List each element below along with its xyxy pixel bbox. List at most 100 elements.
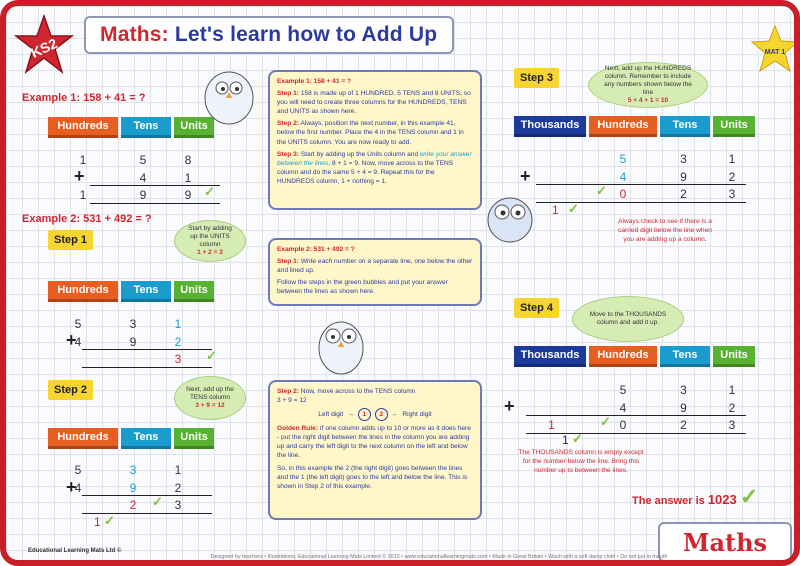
left-digit: 1 (357, 408, 371, 422)
digit: 3 (129, 317, 137, 331)
golden-rule-instructions: Step 2: Now, move across to the TENS col… (268, 380, 482, 520)
digit: 1 (79, 188, 87, 202)
digit: 2 (728, 170, 736, 184)
plus-sign: + (66, 330, 77, 350)
example1-row2: 4 1 (48, 170, 208, 186)
header-tens: Tens (121, 117, 171, 138)
example1-label: Example 1: 158 + 41 = ? (22, 92, 146, 104)
step4-label: Step 4 (514, 298, 560, 318)
step4-note: The THOUSANDS column is empty except for… (518, 449, 644, 474)
digit: 2 (174, 481, 182, 495)
step2-row2: 4 9 2 (48, 480, 198, 496)
header-units: Units (174, 281, 214, 302)
owl-illustration (487, 197, 533, 243)
maths-badge: Maths (658, 522, 792, 560)
header-units: Units (174, 428, 214, 449)
step-text: Always, position the next number, in thi… (277, 120, 464, 146)
carry-digit: 1 (94, 515, 101, 529)
sum-line (526, 433, 746, 434)
publisher-logo: Educational Learning Mats Ltd © (28, 548, 122, 554)
digit: 1 (174, 463, 182, 477)
digit: 1 (548, 418, 555, 432)
digit: 4 (74, 481, 82, 495)
digit: 0 (619, 418, 627, 432)
step2-row1: 5 3 1 (48, 462, 198, 478)
carry-digit: 1 (552, 203, 559, 217)
step-label: Step 1: (277, 90, 299, 98)
digit: 8 (184, 153, 192, 167)
ks2-star-badge: KS2 (13, 14, 75, 75)
digit: 2 (680, 418, 687, 432)
step-text: Write each number on a separate line, on… (277, 258, 473, 275)
step3-headers: Thousands Hundreds Tens Units (514, 116, 755, 137)
bubble-text: Next, add up the TENS column (186, 385, 234, 401)
digit: 5 (74, 463, 82, 477)
mat-star-badge: MAT 1 (750, 24, 794, 73)
header-units: Units (174, 117, 214, 138)
step1-headers: Hundreds Tens Units (48, 281, 214, 302)
title-prefix: Maths: (100, 23, 169, 46)
sum-line (82, 349, 212, 350)
header-units: Units (713, 346, 755, 367)
digit: 2 (174, 335, 182, 349)
example2-instructions: Example 2: 531 + 492 = ? Step 1: Write e… (268, 238, 482, 306)
right-digit-label: Right digit (402, 411, 432, 419)
step1-label: Step 1 (48, 230, 94, 250)
box-title: Example 1: 158 + 41 = ? (277, 78, 352, 85)
bubble-text: Next, add up the HUNDREDS column. Rememb… (604, 64, 692, 97)
check-icon: ✓ (739, 484, 759, 509)
bubble-text: Start by adding up the UNITS column (188, 224, 232, 248)
digit-diagram: Left digit→ 1 2 ←Right digit (277, 408, 473, 422)
header-hundreds: Hundreds (48, 281, 118, 302)
digit: 1 (184, 171, 192, 185)
header-tens: Tens (660, 116, 710, 137)
digit: 3 (728, 418, 736, 432)
step4-bubble: Move to the THOUSANDS column and add it … (572, 296, 684, 342)
bubble-sum: 1 + 2 = 3 (197, 249, 223, 257)
plus-sign: + (66, 477, 77, 497)
check-icon: ✓ (600, 414, 611, 429)
digit: 4 (619, 401, 627, 415)
example1-row3: 1 9 9 (48, 187, 208, 203)
digit: 3 (174, 498, 182, 512)
digit: 2 (129, 498, 137, 512)
check-icon: ✓ (206, 348, 217, 363)
digit: 5 (619, 383, 627, 397)
digit: 4 (74, 335, 82, 349)
digit: 9 (139, 188, 147, 202)
step-text: Follow the steps in the green bubbles an… (277, 279, 448, 296)
answer-value: 1023 (707, 492, 737, 507)
header-tens: Tens (121, 281, 171, 302)
step-text: , 8 + 1 = 9. Now, move across to the TEN… (277, 159, 454, 185)
digit: 9 (680, 401, 687, 415)
digit: 0 (619, 187, 627, 201)
example2-label: Example 2: 531 + 492 = ? (22, 213, 152, 225)
digit: 3 (174, 352, 182, 366)
title-main: Let's learn how to Add Up (174, 23, 438, 46)
digit: 1 (728, 383, 736, 397)
step-label: Step 2: (277, 120, 299, 128)
mat-label: MAT 1 (765, 49, 786, 56)
step3-note: Always check to see if there is a carrie… (618, 218, 712, 243)
right-digit: 2 (374, 408, 388, 422)
digit: 9 (129, 335, 137, 349)
step-emphasis: write your answer between the lines (277, 150, 472, 167)
digit: 4 (139, 171, 147, 185)
digit: 5 (74, 317, 82, 331)
step4-row1: 5 3 1 (514, 382, 754, 398)
digit: 9 (129, 481, 137, 495)
header-tens: Tens (660, 346, 710, 367)
step-text: 158 is made up of 1 HUNDRED, 5 TENS and … (277, 90, 471, 116)
sum-line (526, 415, 746, 416)
check-icon: ✓ (152, 494, 163, 509)
step3-row2: 4 9 2 (514, 169, 754, 185)
bubble-sum: 3 + 9 = 12 (195, 402, 225, 410)
plus-sign: + (74, 166, 85, 186)
example1-instructions: Example 1: 158 + 41 = ? Step 1: 158 is m… (268, 70, 482, 210)
step4-headers: Thousands Hundreds Tens Units (514, 346, 755, 367)
header-thousands: Thousands (514, 116, 586, 137)
header-hundreds: Hundreds (48, 117, 118, 138)
